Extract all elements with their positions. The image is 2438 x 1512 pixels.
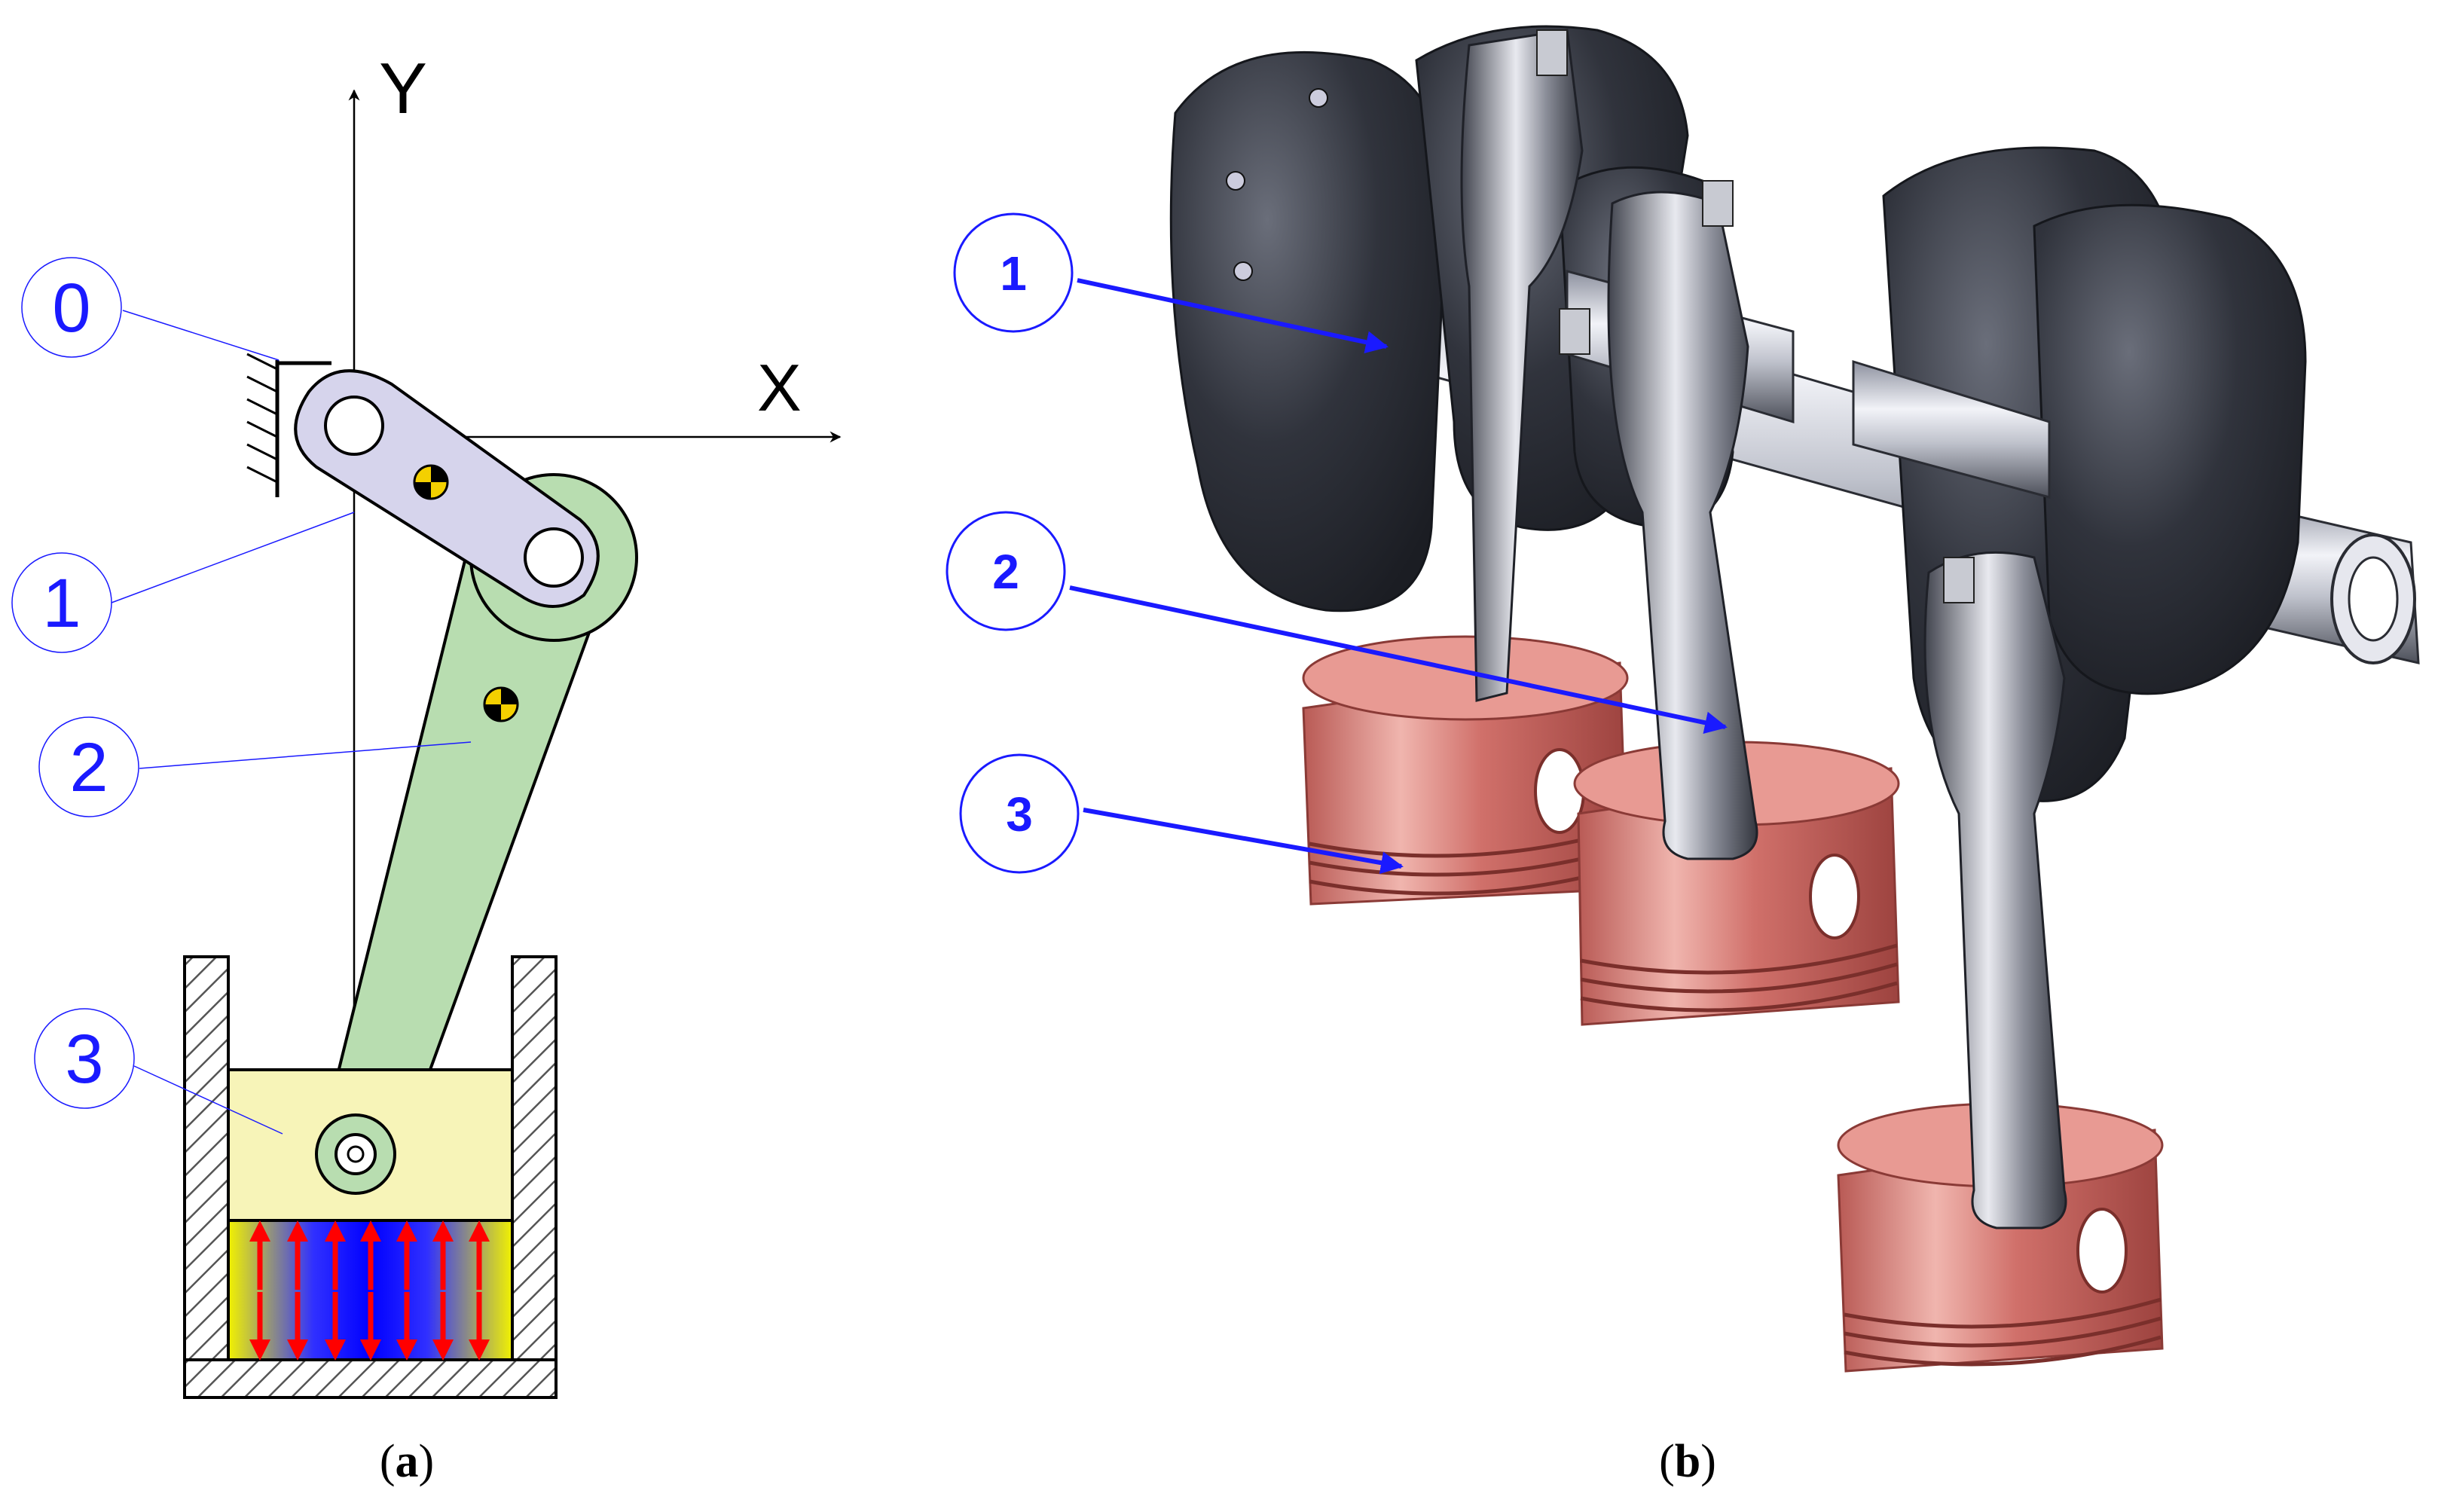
part-label-text: 3 (65, 1021, 103, 1098)
piston-3d-right (1837, 1102, 2164, 1373)
part-label-3d-2: 2 (946, 511, 1728, 735)
ground-support (246, 353, 331, 497)
part-label-text: 2 (69, 729, 108, 806)
piston-3d-left (1302, 635, 1629, 906)
caption-a: (a) (380, 1436, 434, 1487)
part-label-3d-1: 1 (953, 212, 1389, 353)
x-axis-label: X (757, 350, 802, 425)
gas-pressure-chamber (227, 1219, 514, 1361)
panel-b: 1 2 3 (b) (946, 25, 2420, 1487)
part-label-text: 2 (992, 545, 1019, 599)
connecting-rod-3d-right (1923, 551, 2067, 1229)
pressure-arrows (249, 1220, 490, 1361)
part-label-3d-3: 3 (959, 753, 1404, 875)
part-label-text: 1 (1000, 246, 1027, 301)
part-label-text: 3 (1006, 787, 1033, 842)
y-axis-label: Y (379, 48, 427, 129)
cylinder-walls (183, 955, 558, 1399)
part-label-text: 0 (52, 270, 90, 347)
crank-schematic (294, 369, 600, 608)
part-label-1: 1 (11, 512, 355, 653)
caption-b: (b) (1659, 1436, 1716, 1487)
part-label-text: 1 (42, 565, 81, 642)
part-label-3: 3 (34, 1008, 283, 1135)
part-label-0: 0 (21, 257, 280, 361)
piston-pin (315, 603, 422, 1195)
panel-a: Y X (11, 48, 842, 1487)
connecting-rod-3d-middle (1559, 180, 1758, 860)
part-label-2: 2 (38, 716, 472, 817)
connecting-rod-3d-left (1460, 29, 1584, 702)
